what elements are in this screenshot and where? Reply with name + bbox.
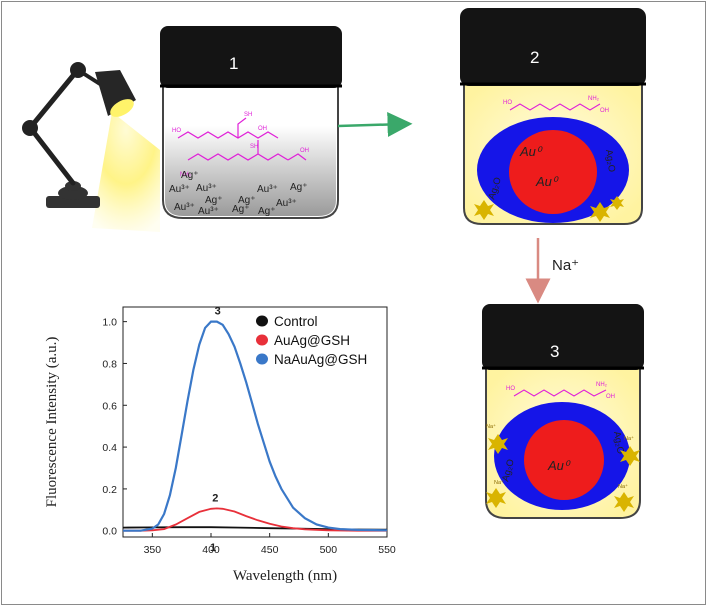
svg-text:OH: OH: [258, 126, 267, 132]
x-axis-title: Wavelength (nm): [233, 568, 337, 584]
y-tick-label: 0.6: [102, 400, 117, 412]
y-tick-label: 0.0: [102, 526, 117, 538]
svg-text:Na⁺: Na⁺: [618, 483, 628, 490]
x-tick-label: 550: [378, 544, 396, 556]
ion-10: Au³⁺: [276, 198, 297, 209]
ion-11: Ag⁺: [258, 206, 276, 217]
svg-text:OH: OH: [606, 394, 615, 400]
burst-icons-2: [474, 196, 624, 222]
x-tick-label: 450: [261, 544, 279, 556]
svg-text:HO: HO: [172, 128, 181, 134]
au-inner-label-2: Au⁰: [519, 144, 543, 159]
jar-3-label: 3: [550, 342, 559, 361]
y-tick-label: 0.4: [102, 442, 117, 454]
svg-text:SH: SH: [250, 144, 258, 150]
svg-text:NH₂: NH₂: [596, 382, 608, 388]
svg-text:Na⁺: Na⁺: [486, 423, 496, 430]
au-core-label-3: Au⁰: [547, 458, 571, 473]
x-tick-label: 350: [144, 544, 162, 556]
ion-12: Au³⁺: [196, 183, 217, 194]
gsh-atoms-3: HO NH₂ OH: [506, 382, 615, 400]
svg-text:NH₂: NH₂: [180, 172, 192, 178]
legend-label-2: AuAg@GSH: [274, 333, 350, 348]
au-core-label-2: Au⁰: [535, 174, 559, 189]
na-ion-marks-3: Na⁺ Na⁺ Na⁺ Na⁺: [486, 423, 634, 490]
svg-text:OH: OH: [300, 148, 309, 154]
legend-marker-1: [256, 315, 268, 327]
legend-marker-3: [256, 353, 268, 365]
y-tick-label: 0.2: [102, 484, 117, 496]
series-line-3: [123, 320, 388, 532]
series-line-2: [123, 507, 387, 532]
ion-7: Au³⁺: [198, 206, 219, 217]
ion-8: Ag⁺: [232, 204, 250, 215]
ion-5: Au³⁺: [174, 202, 195, 213]
x-tick-label: 400: [202, 544, 220, 556]
gsh-atoms-1: HO SH OH NH₂ OH SH: [172, 112, 309, 178]
curve-label-2: 2: [212, 492, 218, 504]
au-core-2: [509, 130, 597, 214]
ion-1: Au³⁺: [169, 184, 190, 195]
curve-label-1: 1: [210, 542, 216, 554]
ag2o-right-3: Ag₂O: [611, 431, 626, 455]
plot-frame: [122, 306, 388, 538]
svg-text:NH₂: NH₂: [588, 96, 600, 102]
ion-4: Ag⁺: [290, 182, 308, 193]
ion-3: Au³⁺: [257, 184, 278, 195]
svg-text:HO: HO: [506, 386, 515, 392]
na-plus-label: Na⁺: [552, 257, 579, 274]
x-tick-label: 500: [320, 544, 338, 556]
jar-2-label: 2: [530, 48, 539, 67]
gsh-ligand-1: [177, 117, 307, 161]
legend-label-3: NaAuAg@GSH: [274, 352, 367, 367]
desk-lamp-icon: [22, 62, 160, 232]
ion-9: Ag⁺: [238, 195, 256, 206]
svg-text:Na⁺: Na⁺: [624, 435, 634, 442]
svg-text:HO: HO: [503, 100, 512, 106]
svg-text:Na⁺: Na⁺: [494, 479, 504, 486]
ag2o-right-2: Ag₂O: [603, 149, 617, 173]
burst-icons-3: [486, 434, 640, 512]
y-tick-label: 0.8: [102, 358, 117, 370]
au-core-3: [524, 420, 604, 500]
jar-1-label: 1: [229, 54, 238, 73]
legend-marker-2: [256, 334, 268, 346]
reaction-arrow-right: [337, 112, 413, 138]
ion-6: Ag⁺: [205, 195, 223, 206]
y-axis-title: Fluorescence Intensity (a.u.): [44, 337, 60, 508]
ion-2: Ag⁺: [181, 170, 199, 181]
legend-label-1: Control: [274, 314, 318, 329]
y-tick-label: 1.0: [102, 317, 117, 329]
svg-text:SH: SH: [244, 112, 252, 118]
curve-label-3: 3: [215, 305, 221, 317]
svg-text:OH: OH: [600, 108, 609, 114]
